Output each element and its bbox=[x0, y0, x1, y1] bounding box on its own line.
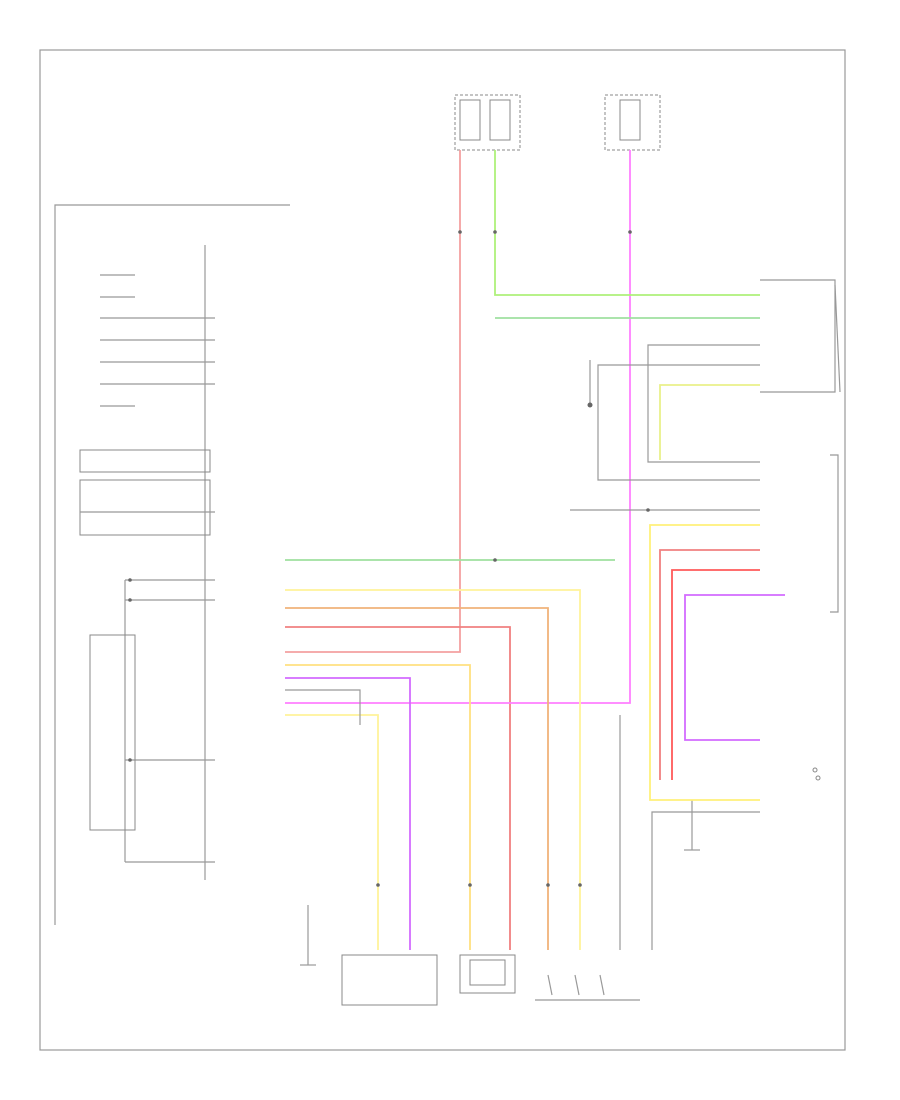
fuse-block-hot-in-run bbox=[604, 94, 661, 151]
wire-gray-accessory bbox=[651, 811, 760, 950]
wire-red-right-2 bbox=[659, 549, 760, 780]
wire-magenta-down bbox=[285, 677, 411, 950]
wire-orange-center bbox=[285, 607, 549, 950]
wire-yellow-left-2 bbox=[285, 664, 471, 950]
ground-g1 bbox=[300, 905, 316, 966]
wire-magenta-top bbox=[285, 150, 631, 704]
front-shield-left-module bbox=[459, 954, 516, 994]
ground-g2 bbox=[684, 800, 700, 851]
splice-points bbox=[128, 230, 650, 887]
wire-gray-parking bbox=[647, 344, 760, 463]
master-switch bbox=[535, 974, 640, 1001]
pass-lock-module bbox=[341, 954, 438, 1006]
wire-green-top bbox=[494, 150, 760, 296]
instrument-cluster-module bbox=[54, 204, 290, 925]
wire-yellow-left bbox=[285, 714, 379, 950]
fuse-block-hot-at-all-times bbox=[454, 94, 521, 151]
wire-red-right bbox=[671, 569, 760, 780]
wire-yellow-right bbox=[649, 524, 760, 801]
lower-sensor-group bbox=[89, 579, 215, 863]
steering-angle-sensor-connector bbox=[830, 454, 839, 613]
wire-gray-lower bbox=[285, 689, 361, 725]
indicator-rows bbox=[100, 274, 215, 407]
parking-lamp-connector bbox=[760, 279, 841, 393]
accessory-warning-connector bbox=[812, 767, 821, 781]
wire-pink-main bbox=[285, 150, 461, 653]
wire-yellow-center bbox=[285, 589, 581, 950]
wire-red-center bbox=[285, 626, 511, 950]
wires bbox=[285, 150, 785, 950]
wire-magenta-steering bbox=[684, 594, 785, 741]
wire-gray-ground bbox=[597, 364, 760, 481]
wire-yellow-top bbox=[659, 384, 760, 460]
diagram-frame bbox=[39, 49, 846, 1051]
